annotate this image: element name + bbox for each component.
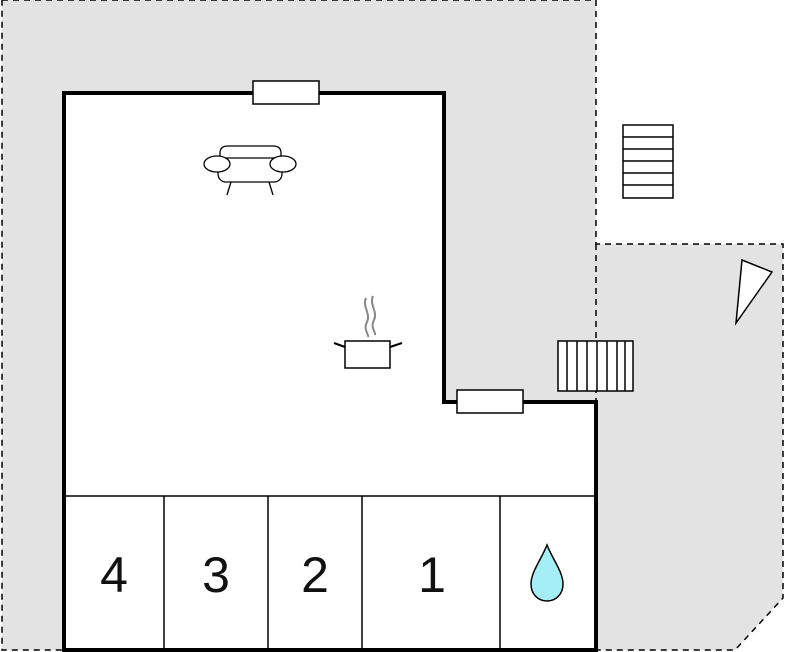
room-label-1: 1 xyxy=(418,547,446,603)
stairs-icon xyxy=(622,124,674,199)
stairs-icon xyxy=(557,340,634,392)
room-row xyxy=(64,495,596,650)
window-icon xyxy=(252,80,320,105)
building-floor xyxy=(62,91,598,652)
room-label-2: 2 xyxy=(301,547,329,603)
window-icon xyxy=(456,389,524,414)
water-drop-icon xyxy=(530,542,564,602)
cooking-pot-icon xyxy=(333,295,403,369)
room-label-3: 3 xyxy=(202,547,230,603)
sofa-icon xyxy=(203,145,297,196)
compass-icon xyxy=(734,258,774,326)
room-label-4: 4 xyxy=(100,547,128,603)
